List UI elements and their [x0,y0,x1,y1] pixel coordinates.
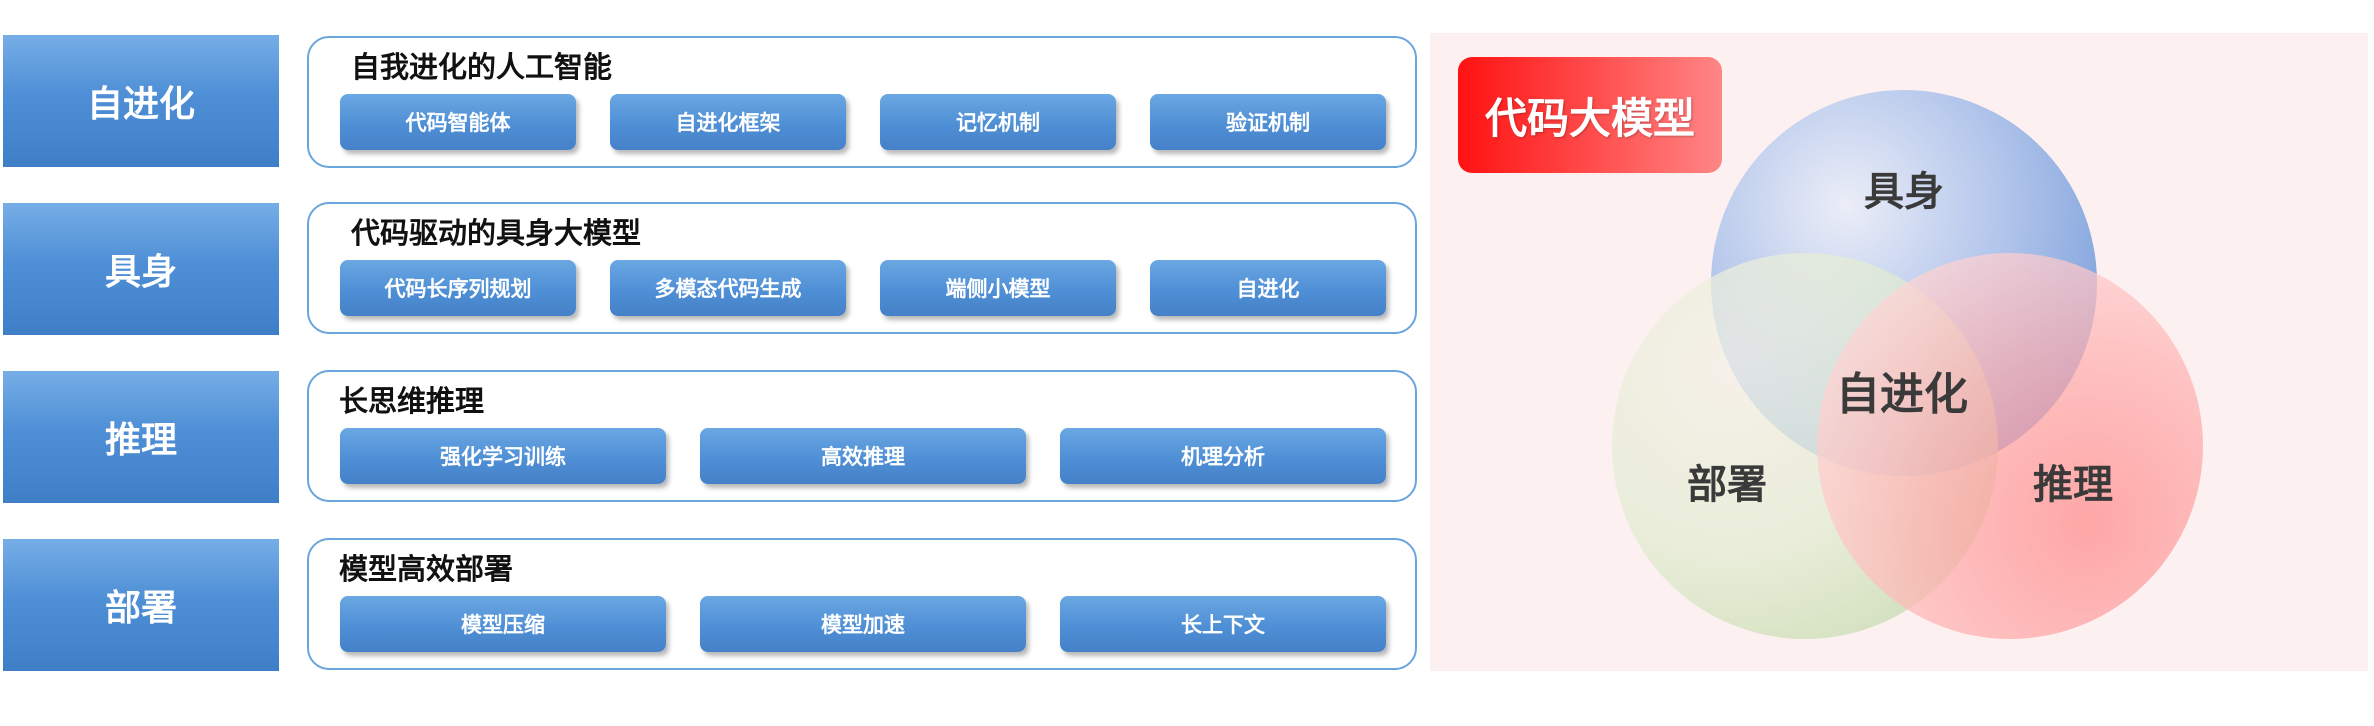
panel-title: 长思维推理 [339,384,485,418]
row-label-reasoning: 推理 [3,371,279,503]
panel-title: 自我进化的人工智能 [351,50,613,84]
venn-label-center: 自进化 [1836,369,1968,420]
panel-self-evolution: 自我进化的人工智能 代码智能体 自进化框架 记忆机制 验证机制 [307,36,1417,168]
chip[interactable]: 记忆机制 [880,94,1116,150]
row-label-deployment: 部署 [3,539,279,671]
chip[interactable]: 模型加速 [700,596,1026,652]
row-label-self-evolution: 自进化 [3,35,279,167]
chip[interactable]: 强化学习训练 [340,428,666,484]
chip[interactable]: 高效推理 [700,428,1026,484]
chip[interactable]: 长上下文 [1060,596,1386,652]
venn-circle-reasoning [1817,253,2203,639]
venn-svg: 具身 部署 推理 自进化 [1612,90,2203,639]
chip[interactable]: 验证机制 [1150,94,1386,150]
chip[interactable]: 模型压缩 [340,596,666,652]
panel-title: 代码驱动的具身大模型 [351,216,642,250]
chip[interactable]: 代码智能体 [340,94,576,150]
venn-label-embodied: 具身 [1864,169,1944,215]
chip[interactable]: 自进化框架 [610,94,846,150]
chip[interactable]: 自进化 [1150,260,1386,316]
panel-deployment: 模型高效部署 模型压缩 模型加速 长上下文 [307,538,1417,670]
chip[interactable]: 代码长序列规划 [340,260,576,316]
venn-diagram: 具身 部署 推理 自进化 代码大模型 [1430,33,2368,671]
row-label-embodied: 具身 [3,203,279,335]
chip[interactable]: 机理分析 [1060,428,1386,484]
venn-title: 代码大模型 [1458,57,1722,173]
chip[interactable]: 端侧小模型 [880,260,1116,316]
panel-title: 模型高效部署 [339,552,514,586]
venn-label-deployment: 部署 [1687,462,1767,508]
chip[interactable]: 多模态代码生成 [610,260,846,316]
venn-label-reasoning: 推理 [2033,462,2113,508]
panel-embodied: 代码驱动的具身大模型 代码长序列规划 多模态代码生成 端侧小模型 自进化 [307,202,1417,334]
panel-reasoning: 长思维推理 强化学习训练 高效推理 机理分析 [307,370,1417,502]
